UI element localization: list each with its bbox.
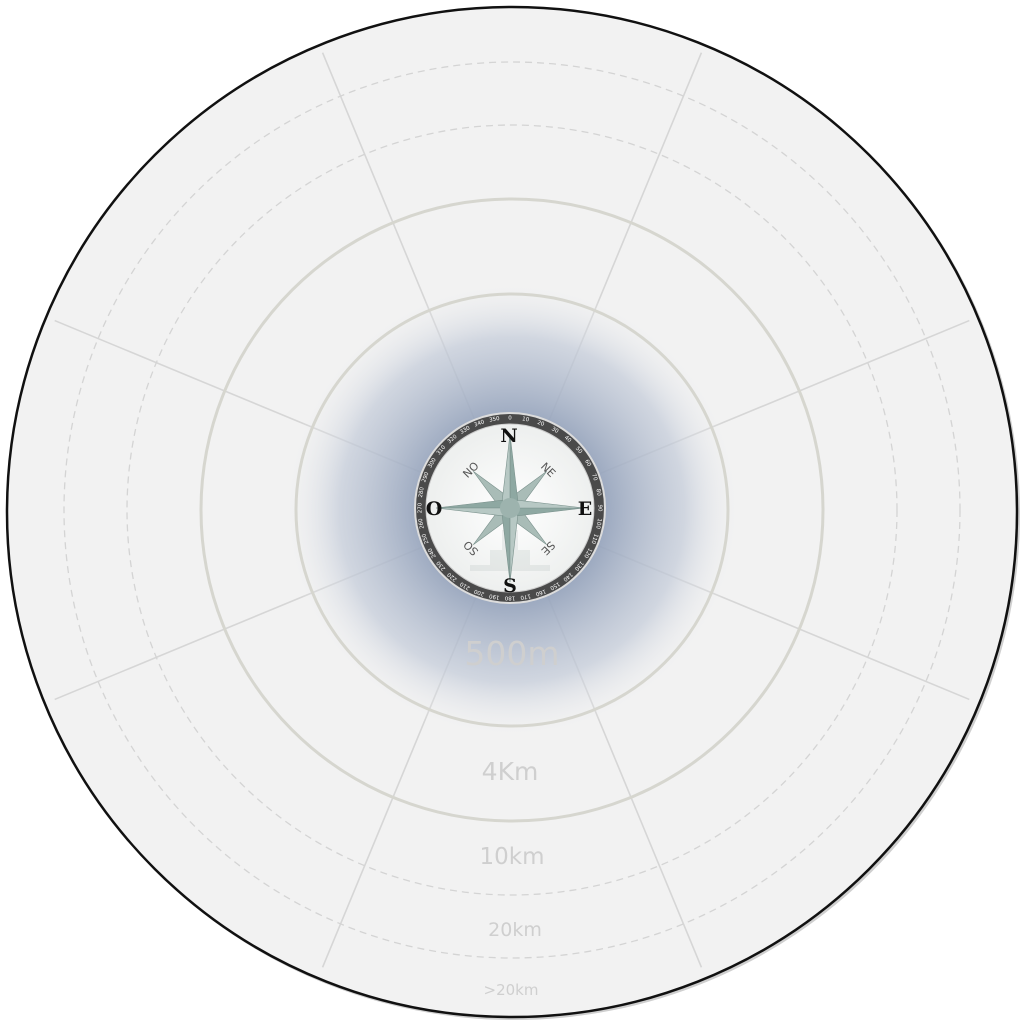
- compass-degree-label: 320: [447, 433, 459, 445]
- compass-degree-label: 310: [436, 444, 448, 456]
- compass-degree-label: 70: [590, 473, 598, 482]
- ring-label-20km: 20km: [488, 919, 542, 941]
- compass-degree-label: 10: [522, 416, 530, 423]
- compass-degree-label: 180: [504, 595, 515, 601]
- ring-label-500m: 500m: [464, 634, 559, 673]
- compass-degree-label: 40: [563, 435, 573, 444]
- ring-label-4km: 4Km: [482, 757, 539, 786]
- compass-degree-label: 90: [597, 505, 603, 512]
- ring-4km: [199, 197, 825, 823]
- compass-degree-label: 350: [489, 416, 501, 424]
- compass-degree-label: 160: [534, 587, 546, 596]
- ring-20km-dashed: [126, 124, 898, 896]
- compass-degree-label: 80: [595, 488, 602, 496]
- compass-degree-label: 170: [519, 592, 531, 600]
- ring-500m: [294, 292, 730, 728]
- compass-degree-label: 250: [421, 532, 430, 544]
- compass-degree-label: 20: [536, 420, 545, 428]
- compass-degree-label: 100: [594, 518, 602, 530]
- compass-degree-label: 110: [589, 533, 598, 545]
- compass-degree-label: 290: [421, 471, 430, 483]
- ring-beyond-dashed: [63, 61, 961, 959]
- compass-degree-label: 220: [446, 571, 458, 583]
- rose-hub: [500, 498, 520, 518]
- compass-degree-label: 150: [548, 580, 561, 591]
- compass-degree-label: 260: [418, 517, 426, 529]
- compass-degree-label: 340: [473, 419, 485, 428]
- compass-degree-label: 270: [418, 502, 424, 513]
- compass-degree-label: 230: [435, 559, 447, 571]
- compass-degree-label: 130: [573, 560, 585, 572]
- compass-degree-label: 50: [574, 446, 583, 456]
- compass-degree-label: 140: [561, 571, 573, 583]
- compass-degree-label: 120: [582, 547, 593, 560]
- compass-degree-label: 30: [550, 426, 559, 435]
- compass-degree-label: 190: [488, 592, 500, 600]
- compass-label-east: E: [578, 498, 592, 520]
- compass-label-west: O: [426, 498, 443, 520]
- ring-label-beyond-20km: >20km: [484, 981, 539, 999]
- compass-degree-label: 330: [459, 425, 472, 436]
- compass-degree-label: 210: [459, 580, 472, 591]
- compass-degree-label: 60: [583, 459, 592, 468]
- compass-degree-label: 0: [508, 416, 512, 422]
- compass-degree-label: 240: [427, 546, 438, 559]
- compass-degree-label: 300: [427, 457, 438, 470]
- compass-degree-label: 200: [473, 587, 485, 596]
- ring-label-10km: 10km: [480, 844, 545, 870]
- compass-rose-icon: [435, 433, 585, 583]
- compass-label-north: N: [500, 425, 517, 447]
- compass-label-south: S: [503, 575, 517, 597]
- compass-degree-label: 280: [418, 486, 426, 498]
